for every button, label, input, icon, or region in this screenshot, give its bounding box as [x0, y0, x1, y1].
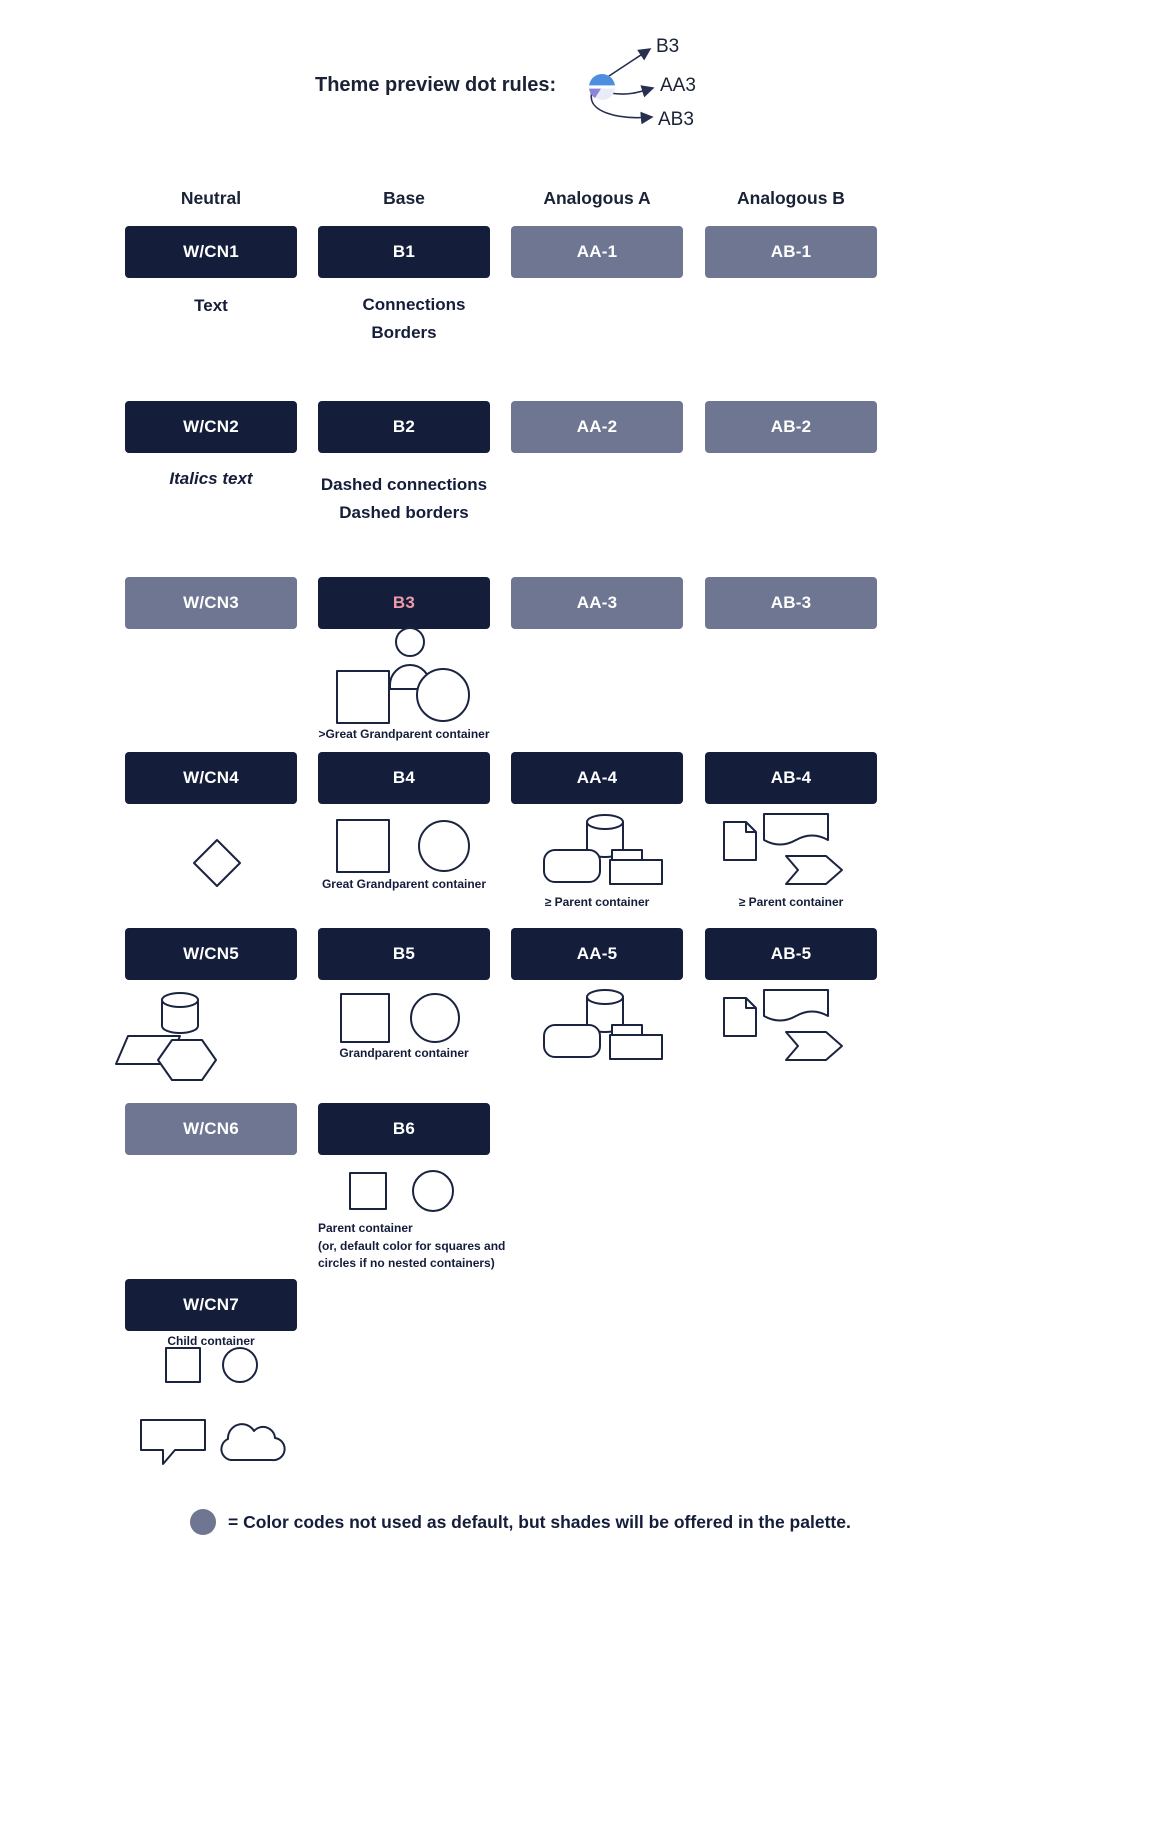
b3-shape-group — [336, 627, 470, 724]
caption-b6-note: (or, default color for squares and circl… — [318, 1239, 506, 1270]
b4-shape-group — [336, 819, 470, 873]
swatch-wcn1: W/CN1 — [125, 226, 297, 278]
dot-label-b3: B3 — [656, 36, 680, 57]
legend-text: = Color codes not used as default, but s… — [228, 1512, 851, 1532]
swatch-ab1: AB-1 — [705, 226, 877, 278]
caption-italics-text: Italics text — [169, 469, 253, 488]
arrow-to-b3-icon — [605, 48, 652, 79]
column-header-analogous-b: Analogous B — [737, 188, 845, 208]
cloud-shape — [220, 1423, 286, 1462]
document-shape — [723, 997, 757, 1037]
swatch-ab4: AB-4 — [705, 752, 877, 804]
swatch-aa2: AA-2 — [511, 401, 683, 453]
caption-b5-shapes: Grandparent container — [339, 1046, 469, 1060]
wcn7-shape-group-1 — [165, 1347, 258, 1383]
wcn7-shape-group-2 — [140, 1419, 286, 1465]
circle-shape — [410, 993, 460, 1043]
swatch-b3: B3 — [318, 577, 490, 629]
square-shape — [349, 1172, 387, 1210]
b5-shape-group — [340, 993, 460, 1043]
swatch-aa5: AA-5 — [511, 928, 683, 980]
chevron-shape — [785, 855, 843, 885]
swatch-b4: B4 — [318, 752, 490, 804]
ribbon-shape — [763, 813, 829, 846]
column-header-base: Base — [383, 188, 425, 208]
swatch-wcn5: W/CN5 — [125, 928, 297, 980]
circle-shape — [418, 820, 470, 872]
cylinder-body-shape — [161, 1000, 199, 1034]
b6-shape-group — [349, 1170, 454, 1212]
arrow-to-aa3-icon — [609, 85, 655, 98]
square-shape — [165, 1347, 201, 1383]
legend-dot-icon — [190, 1509, 216, 1535]
square-shape — [340, 993, 390, 1043]
caption-aa4-shapes: ≥ Parent container — [544, 895, 650, 909]
arrow-to-ab3-icon — [590, 91, 654, 125]
column-header-neutral: Neutral — [180, 188, 242, 208]
swatch-ab5: AB-5 — [705, 928, 877, 980]
swatch-b2: B2 — [318, 401, 490, 453]
aa5-shape-group — [543, 989, 663, 1060]
swatch-aa3: AA-3 — [511, 577, 683, 629]
theme-preview-dot-icon — [588, 74, 616, 100]
column-header-analogous-a: Analogous A — [543, 188, 651, 208]
page-title: Theme preview dot rules: — [315, 74, 557, 96]
chevron-shape — [785, 1031, 843, 1061]
person-head-shape — [395, 627, 425, 657]
caption-dashed-connections: Dashed connections — [320, 475, 488, 494]
ribbon-shape — [763, 989, 829, 1022]
caption-wcn7-shapes: Child container — [167, 1334, 255, 1348]
swatch-wcn3: W/CN3 — [125, 577, 297, 629]
diamond-shape — [193, 839, 241, 887]
caption-text: Text — [194, 296, 228, 315]
cylinder-top-shape — [161, 992, 199, 1008]
caption-b4-shapes: Great Grandparent container — [321, 877, 487, 891]
swatch-aa4: AA-4 — [511, 752, 683, 804]
swatch-ab3: AB-3 — [705, 577, 877, 629]
swatch-b5: B5 — [318, 928, 490, 980]
swatch-b1: B1 — [318, 226, 490, 278]
cylinder-top-shape — [586, 989, 624, 1005]
caption-b6-shapes: Parent container — [318, 1221, 413, 1235]
square-shape — [336, 670, 390, 724]
rounded-box-shape — [543, 1024, 601, 1058]
swatch-ab2: AB-2 — [705, 401, 877, 453]
speech-bubble-shape — [140, 1419, 206, 1465]
document-shape — [723, 821, 757, 861]
ab4-shape-group — [723, 813, 843, 885]
hexagon-shape — [157, 1039, 217, 1081]
swatch-b6: B6 — [318, 1103, 490, 1155]
caption-dashed-borders: Dashed borders — [339, 503, 469, 522]
caption-connections: Connections — [362, 295, 466, 314]
aa4-shape-group — [543, 814, 663, 885]
caption-b3-shapes: >Great Grandparent container — [318, 727, 490, 741]
swatch-wcn7: W/CN7 — [125, 1279, 297, 1331]
box-shape — [609, 1034, 663, 1060]
box-shape — [609, 859, 663, 885]
dot-arrows — [590, 48, 655, 125]
wcn4-shape-group — [193, 839, 241, 887]
dot-label-aa3: AA3 — [660, 75, 696, 96]
swatch-wcn2: W/CN2 — [125, 401, 297, 453]
square-shape — [336, 819, 390, 873]
cylinder-top-shape — [586, 814, 624, 830]
wcn5-shape-group — [115, 992, 217, 1081]
caption-ab4-shapes: ≥ Parent container — [738, 895, 844, 909]
caption-borders: Borders — [371, 323, 437, 342]
ab5-shape-group — [723, 989, 843, 1061]
circle-shape — [416, 668, 470, 722]
dot-label-ab3: AB3 — [658, 109, 694, 130]
swatch-aa1: AA-1 — [511, 226, 683, 278]
rounded-box-shape — [543, 849, 601, 883]
swatch-wcn4: W/CN4 — [125, 752, 297, 804]
circle-shape — [412, 1170, 454, 1212]
swatch-wcn6: W/CN6 — [125, 1103, 297, 1155]
circle-shape — [222, 1347, 258, 1383]
